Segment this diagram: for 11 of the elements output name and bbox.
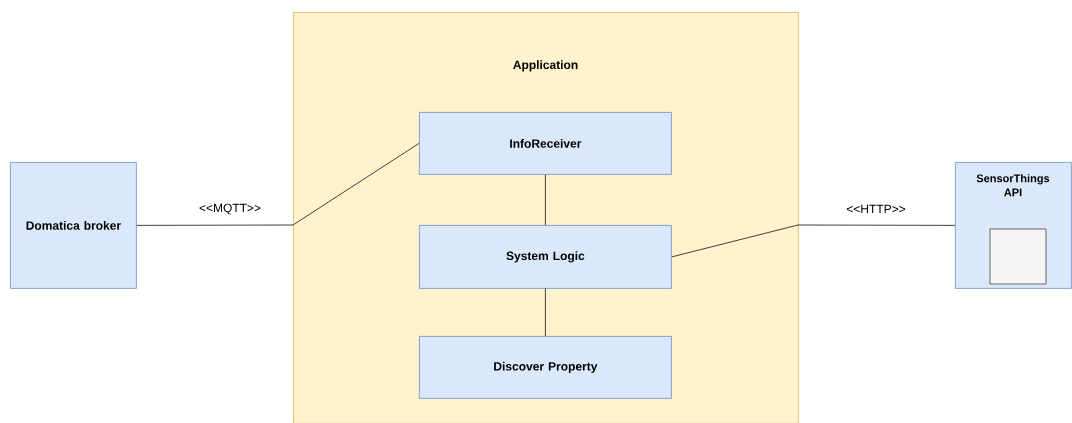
connector-line (671, 224, 956, 258)
process-box: Discover Property (419, 336, 672, 399)
process-box: Domatica broker (10, 162, 137, 289)
edge-label: <<HTTP>> (845, 203, 907, 215)
connector-line (544, 174, 546, 226)
process-box: System Logic (419, 225, 672, 289)
connector-line (136, 142, 420, 226)
empty-box (989, 228, 1047, 285)
connector-line (544, 288, 546, 337)
process-box: InfoReceiver (419, 112, 672, 175)
edge-label: <<MQTT>> (198, 202, 262, 216)
